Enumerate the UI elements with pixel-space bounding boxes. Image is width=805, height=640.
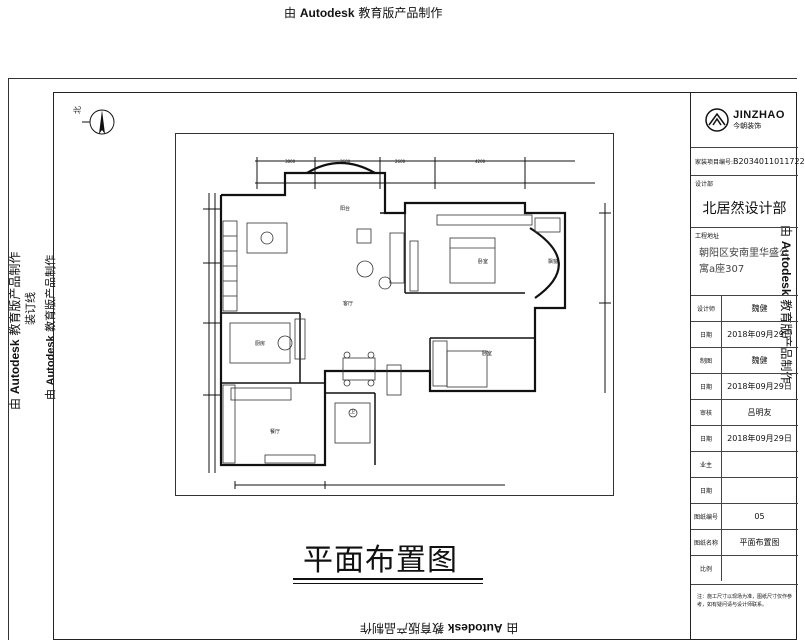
area-label-bedroom-1: 卧室	[478, 259, 489, 265]
tb-label-drawing-name: 图纸名称	[691, 530, 722, 555]
area-label-living: 客厅	[343, 301, 354, 307]
north-arrow-icon	[82, 109, 115, 135]
tb-label-owner: 业主	[691, 452, 722, 477]
tb-label-reviewer: 审核	[691, 400, 722, 425]
address-row: 工程地址 朝阳区安南里华盛公寓a座307	[691, 227, 798, 295]
address: 朝阳区安南里华盛公寓a座307	[699, 248, 789, 275]
logo-icon	[705, 107, 729, 132]
title-block: JINZHAO 今朝装饰 家装项目编号:B2034011011722 设计部 北…	[690, 92, 805, 640]
north-arrow	[82, 108, 116, 136]
note-text: 注：施工尺寸以现场为准，图纸尺寸仅作参考，如有疑问请与设计师联系。	[697, 594, 793, 608]
tb-value-drawing-no: 05	[754, 512, 765, 521]
area-label-bay: 飘窗	[548, 259, 559, 265]
tb-value-reviewer: 吕明友	[747, 408, 772, 417]
project-no: B2034011011722	[733, 157, 805, 166]
tb-value-designer-date: 2018年09月29日	[727, 330, 792, 339]
logo-name: JINZHAO	[733, 108, 785, 121]
tb-value-owner-date	[721, 478, 798, 503]
address-label: 工程地址	[695, 233, 720, 240]
design-dept-label: 设计部	[695, 181, 714, 188]
tb-label-owner-date: 日期	[691, 478, 722, 503]
tb-row-reviewer: 审核 吕明友	[691, 399, 798, 425]
tb-label-reviewer-date: 日期	[691, 426, 722, 451]
plan-frame	[175, 133, 614, 496]
tb-label-scale: 比例	[691, 556, 722, 581]
note-row: 注：施工尺寸以现场为准，图纸尺寸仅作参考，如有疑问请与设计师联系。	[691, 584, 798, 640]
tb-row-drafter: 制图 魏健	[691, 347, 798, 373]
tb-row-scale: 比例	[691, 555, 798, 581]
tb-label-drafter-date: 日期	[691, 374, 722, 399]
design-dept: 北居然设计部	[702, 201, 787, 217]
tb-label-designer: 设计师	[691, 296, 722, 321]
design-dept-row: 设计部 北居然设计部	[691, 175, 798, 227]
area-label-bath: 卫	[350, 409, 356, 415]
area-label-balcony: 阳台	[340, 206, 351, 212]
tb-value-reviewer-date: 2018年09月29日	[727, 434, 792, 443]
tb-row-owner-date: 日期	[691, 477, 798, 503]
project-no-label: 家装项目编号:	[695, 159, 734, 166]
tb-value-drafter-date: 2018年09月29日	[727, 382, 792, 391]
tb-row-reviewer-date: 日期 2018年09月29日	[691, 425, 798, 451]
tb-row-drawing-no: 图纸编号 05	[691, 503, 798, 529]
floor-plan-drawing: 3800 3600 2600 4200	[203, 157, 611, 489]
tb-label-drawing-no: 图纸编号	[691, 504, 722, 529]
tb-value-drawing-name: 平面布置图	[739, 538, 780, 547]
tb-label-designer-date: 日期	[691, 322, 722, 347]
tb-value-scale	[721, 556, 798, 581]
svg-text:4200: 4200	[475, 159, 486, 164]
watermark-top: 由 Autodesk 教育版产品制作	[284, 6, 443, 20]
project-no-row: 家装项目编号:B2034011011722	[691, 147, 805, 175]
tb-row-drawing-name: 图纸名称 平面布置图	[691, 529, 798, 555]
tb-row-designer-date: 日期 2018年09月29日	[691, 321, 798, 347]
drawing-title: 平面布置图	[303, 543, 458, 578]
area-label-kitchen: 厨房	[255, 341, 266, 347]
svg-text:3800: 3800	[285, 159, 296, 164]
svg-text:3600: 3600	[340, 159, 351, 164]
area-label-dining: 餐厅	[270, 429, 281, 435]
tb-value-owner	[721, 452, 798, 477]
tb-row-designer: 设计师 魏健	[691, 295, 798, 321]
binding-margin-rule	[8, 78, 797, 640]
svg-text:2600: 2600	[395, 159, 406, 164]
tb-row-drafter-date: 日期 2018年09月29日	[691, 373, 798, 399]
tb-value-drafter: 魏健	[751, 356, 768, 365]
north-label: 北	[73, 106, 82, 114]
tb-row-owner: 业主	[691, 451, 798, 477]
tb-label-drafter: 制图	[691, 348, 722, 373]
title-underline	[293, 578, 483, 584]
company-logo: JINZHAO 今朝装饰	[691, 92, 798, 147]
logo-tagline: 今朝装饰	[733, 121, 762, 130]
area-label-bedroom-2: 卧室	[482, 351, 493, 357]
tb-value-designer: 魏健	[751, 304, 768, 313]
